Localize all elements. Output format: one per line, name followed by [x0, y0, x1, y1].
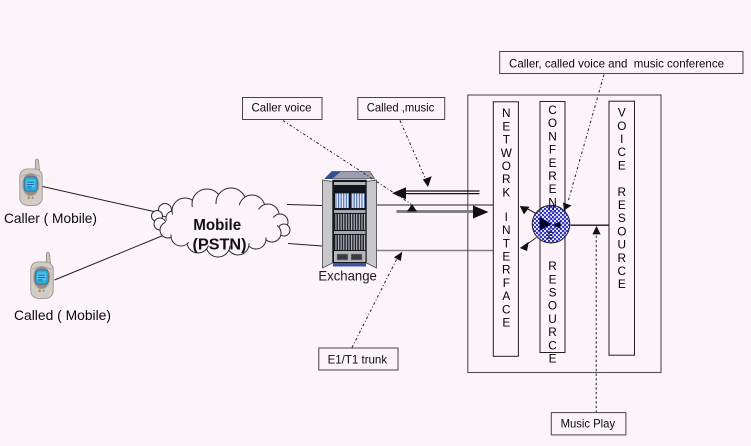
- svg-text:Music Play: Music Play: [561, 417, 616, 431]
- svg-text:Caller, called voice and musi: Caller, called voice and music conferenc…: [509, 57, 724, 71]
- svg-text:Mobile: Mobile: [193, 217, 241, 234]
- svg-text:Caller voice: Caller voice: [252, 101, 312, 115]
- svg-text:Exchange: Exchange: [318, 269, 377, 284]
- svg-text:Called ,music: Called ,music: [367, 101, 435, 115]
- svg-text:Called ( Mobile): Called ( Mobile): [14, 307, 111, 323]
- svg-text:Caller ( Mobile): Caller ( Mobile): [4, 210, 97, 226]
- svg-text:(PSTN): (PSTN): [193, 237, 247, 254]
- svg-text:E1/T1 trunk: E1/T1 trunk: [328, 352, 388, 366]
